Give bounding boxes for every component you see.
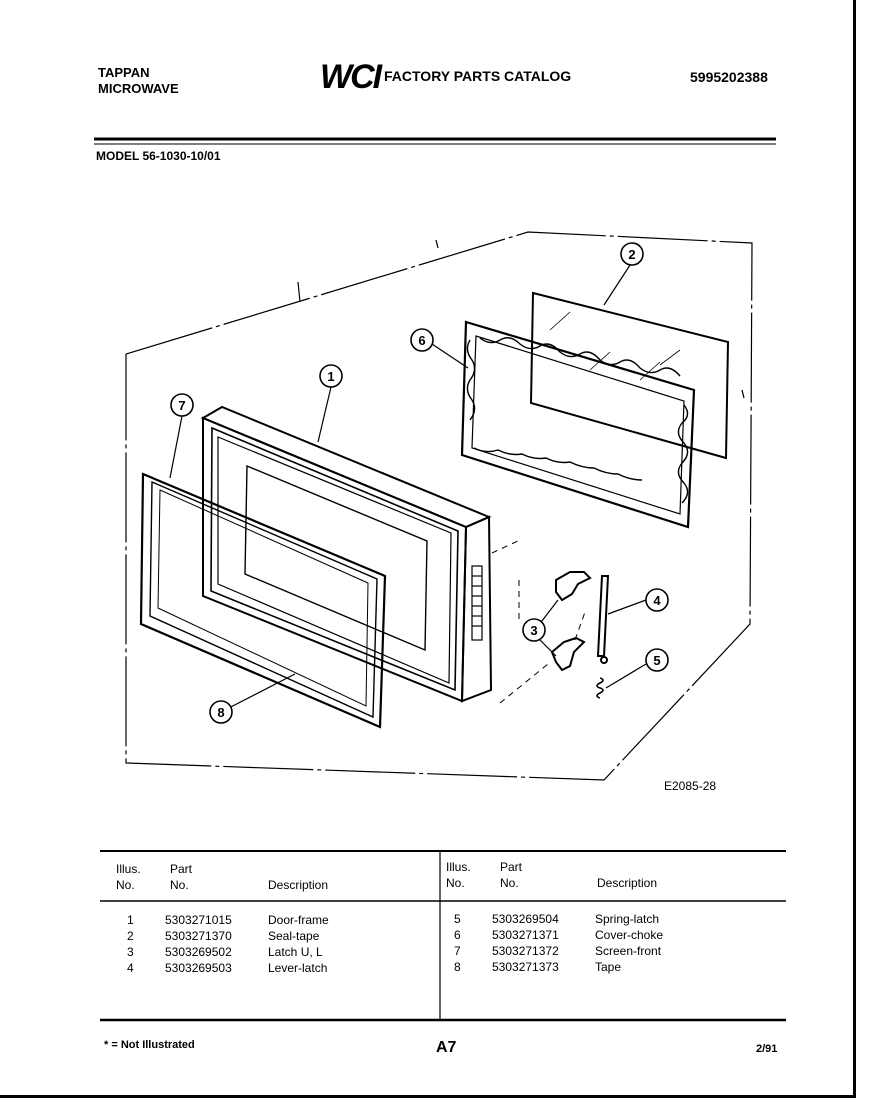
table-cell: 5303269502 bbox=[165, 945, 232, 959]
table-cell: 5303271370 bbox=[165, 929, 232, 943]
table-cell: Seal-tape bbox=[268, 929, 320, 943]
screen-front-part bbox=[139, 472, 387, 729]
table-cell: Lever-latch bbox=[268, 961, 328, 975]
table-cell: 1 bbox=[127, 913, 134, 927]
table-cell: Door-frame bbox=[268, 913, 329, 927]
callout-7: 7 bbox=[178, 398, 185, 413]
revision-date: 2/91 bbox=[756, 1043, 778, 1055]
callout-5: 5 bbox=[653, 653, 660, 668]
header-part-left: Part No. bbox=[170, 862, 193, 892]
brand-line-1: TAPPAN bbox=[98, 65, 150, 80]
left-illus-column: 1 2 3 4 bbox=[127, 912, 134, 976]
table-cell: 7 bbox=[454, 944, 461, 958]
table-cell: 5303269504 bbox=[492, 912, 559, 926]
right-illus-column: 5 6 7 8 bbox=[454, 911, 461, 975]
table-cell: 5303269503 bbox=[165, 961, 232, 975]
callout-2: 2 bbox=[628, 247, 635, 262]
table-cell: Screen-front bbox=[595, 944, 662, 958]
door-frame-vent bbox=[471, 565, 483, 641]
wci-logo: WCI bbox=[320, 58, 382, 96]
diagram-boundary bbox=[125, 231, 753, 781]
table-cell: 4 bbox=[127, 961, 134, 975]
lever-latch-part bbox=[596, 575, 610, 664]
door-frame-part bbox=[200, 405, 493, 703]
page-number: A7 bbox=[436, 1039, 457, 1056]
header-desc-right: Description bbox=[597, 876, 658, 890]
callout-8: 8 bbox=[217, 705, 224, 720]
callout-3: 3 bbox=[530, 623, 537, 638]
table-cell: 8 bbox=[454, 960, 461, 974]
table-cell: Cover-choke bbox=[595, 928, 664, 942]
spring-latch-part bbox=[596, 677, 604, 699]
header-illus-left: Illus. No. bbox=[116, 862, 141, 892]
model-number: MODEL 56-1030-10/01 bbox=[96, 149, 221, 163]
callout-circles bbox=[170, 242, 669, 724]
right-part-column: 5303269504 5303271371 5303271372 5303271… bbox=[492, 911, 559, 975]
table-cell: 5 bbox=[454, 912, 461, 926]
callout-6: 6 bbox=[418, 333, 425, 348]
table-cell: Spring-latch bbox=[595, 912, 660, 926]
left-part-column: 5303271015 5303271370 5303269502 5303269… bbox=[165, 912, 232, 976]
choke-cover-part bbox=[460, 320, 696, 529]
header-illus-right: Illus. No. bbox=[446, 860, 471, 890]
brand-block: TAPPAN MICROWAVE bbox=[98, 66, 179, 98]
table-cell: 2 bbox=[127, 929, 134, 943]
brand-line-2: MICROWAVE bbox=[98, 81, 179, 96]
catalog-title: FACTORY PARTS CATALOG bbox=[384, 68, 572, 84]
callout-4: 4 bbox=[653, 593, 661, 608]
callout-1: 1 bbox=[327, 369, 334, 384]
table-cell: 5303271015 bbox=[165, 913, 232, 927]
table-cell: 3 bbox=[127, 945, 134, 959]
left-desc-column: Door-frame Seal-tape Latch U, L Lever-la… bbox=[268, 912, 329, 976]
not-illustrated-note: * = Not Illustrated bbox=[104, 1039, 195, 1051]
table-cell: 6 bbox=[454, 928, 461, 942]
table-cell: 5303271373 bbox=[492, 960, 559, 974]
figure-code: E2085-28 bbox=[664, 779, 717, 793]
header-part-right: Part No. bbox=[500, 860, 523, 890]
right-desc-column: Spring-latch Cover-choke Screen-front Ta… bbox=[595, 911, 663, 975]
table-cell: Tape bbox=[595, 960, 622, 974]
header-desc-left: Description bbox=[268, 878, 329, 892]
table-cell: 5303271372 bbox=[492, 944, 559, 958]
table-cell: 5303271371 bbox=[492, 928, 559, 942]
document-number: 5995202388 bbox=[690, 69, 768, 85]
page-border bbox=[0, 0, 856, 1098]
table-cell: Latch U, L bbox=[268, 945, 323, 959]
latch-part bbox=[550, 571, 592, 672]
